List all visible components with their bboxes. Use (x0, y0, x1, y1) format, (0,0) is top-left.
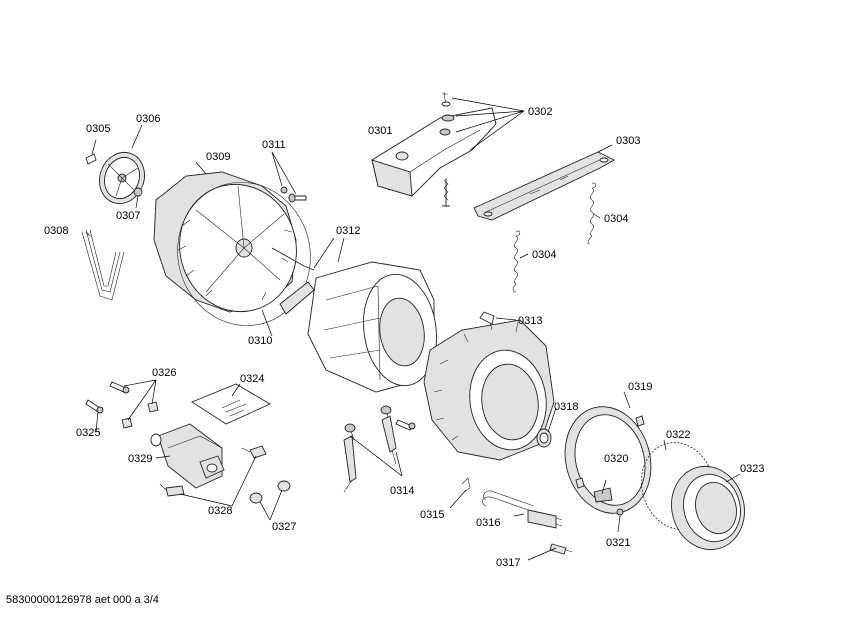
label-0322: 0322 (666, 429, 690, 441)
label-0304-left: 0304 (532, 249, 556, 261)
drawing-code-footer: 58300000126978 aet 000 a 3/4 (6, 594, 159, 606)
part-0328-connector (159, 445, 267, 497)
label-0308: 0308 (44, 225, 68, 237)
label-0315: 0315 (420, 509, 444, 521)
part-0308-belt (81, 229, 125, 301)
part-0307-nut (133, 187, 143, 197)
part-0317-sensor (549, 543, 573, 555)
label-0310: 0310 (248, 335, 272, 347)
part-0315-clip (461, 477, 471, 493)
part-0319-door-frame (564, 406, 652, 514)
label-0312: 0312 (336, 225, 360, 237)
label-0311: 0311 (262, 139, 286, 151)
leader-lines (85, 97, 741, 561)
part-0306-pulley (99, 151, 145, 205)
label-0329: 0329 (128, 453, 152, 465)
label-0305: 0305 (86, 123, 110, 135)
part-0313-front-tub (423, 311, 555, 461)
part-0329-pump-housing (150, 423, 225, 489)
part-0304-spring-right (587, 182, 597, 245)
part-0304-spring-left (512, 230, 521, 293)
label-0319: 0319 (628, 381, 652, 393)
label-0323: 0323 (740, 463, 764, 475)
part-labels: 0301 0302 0303 0304 0304 0305 0306 0307 … (44, 106, 764, 569)
label-0317: 0317 (496, 557, 520, 569)
part-0324-document (191, 383, 271, 425)
part-0321-screw (616, 508, 624, 516)
label-0301: 0301 (368, 125, 392, 137)
part-0316-heater (482, 490, 563, 529)
label-0328: 0328 (208, 505, 232, 517)
label-0316: 0316 (476, 517, 500, 529)
part-0303-bracket (473, 151, 615, 221)
label-0306: 0306 (136, 113, 160, 125)
label-0320: 0320 (604, 453, 628, 465)
part-0301-counterweight (371, 91, 497, 207)
label-0324: 0324 (240, 373, 264, 385)
part-0327-caps (249, 480, 291, 504)
part-0325-screws (85, 381, 130, 414)
part-0311-screws (280, 186, 307, 203)
label-0321: 0321 (606, 537, 630, 549)
label-0327: 0327 (272, 521, 296, 533)
label-0314: 0314 (390, 485, 414, 497)
label-0304-right: 0304 (604, 213, 628, 225)
part-0310-seal (177, 182, 311, 326)
label-0318: 0318 (554, 401, 578, 413)
label-0303: 0303 (616, 135, 640, 147)
part-0323-gasket (671, 465, 745, 551)
label-0302: 0302 (528, 106, 552, 118)
label-0307: 0307 (116, 210, 140, 222)
part-0305-screw (85, 153, 97, 165)
label-0309: 0309 (206, 151, 230, 163)
part-0309-rear-tub (153, 171, 297, 313)
label-0326: 0326 (152, 367, 176, 379)
part-0312-drum (271, 247, 437, 393)
part-0318-ring (536, 428, 552, 448)
part-0314-dampers (343, 405, 416, 493)
label-0325: 0325 (76, 427, 100, 439)
part-0326-screws (121, 401, 159, 429)
label-0313: 0313 (518, 315, 542, 327)
